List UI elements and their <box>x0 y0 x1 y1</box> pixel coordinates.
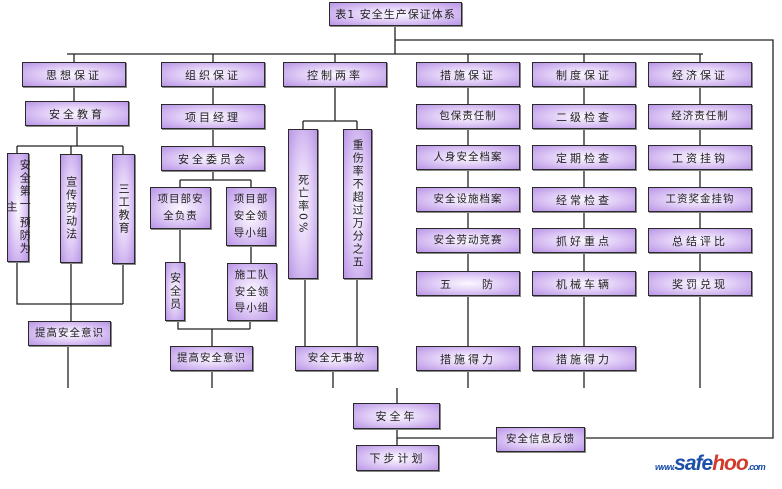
safety-officer: 安全员 <box>165 262 185 321</box>
system-item: 经常检查 <box>532 187 636 212</box>
system-item: 定期检查 <box>532 145 636 170</box>
safehoo-logo: www.safehoo.com <box>655 452 766 475</box>
safety-education: 安全教育 <box>25 101 129 126</box>
system-item: 抓好重点 <box>532 228 636 253</box>
economy-item: 总结评比 <box>648 228 752 253</box>
safety-feedback: 安全信息反馈 <box>496 427 585 452</box>
system-item: 机械车辆 <box>532 271 636 296</box>
injury-rate-box: 重伤率不超过万分之五 <box>343 129 372 279</box>
measure-item: 安全劳动竞赛 <box>416 228 520 253</box>
labor-law-box: 宣传劳动法 <box>60 154 82 263</box>
measure-item: 安全设施档案 <box>416 187 520 212</box>
system-item: 二级检查 <box>532 104 636 129</box>
organization-guarantee: 组织保证 <box>161 62 265 87</box>
project-dept-safety-group: 项目部安全领导小组 <box>226 187 276 246</box>
no-accident-box: 安全无事故 <box>295 346 378 371</box>
economy-item: 经济责任制 <box>648 104 752 129</box>
measures-guarantee: 措施保证 <box>416 62 520 87</box>
safety-committee: 安全委员会 <box>161 146 265 171</box>
economy-item: 工资奖金挂钩 <box>648 187 752 212</box>
system-guarantee: 制度保证 <box>532 62 636 87</box>
safety-first-box: 安全第一 预防为主 <box>5 153 31 262</box>
three-level-education-box: 三工教育 <box>112 154 135 264</box>
measure-item: 包保责任制 <box>416 104 520 129</box>
measures-effective-1: 措施得力 <box>416 346 520 371</box>
diagram-title: 表1 安全生产保证体系 <box>329 2 462 26</box>
measure-item: 人身安全档案 <box>416 145 520 170</box>
project-manager: 项目经理 <box>161 104 265 129</box>
team-safety-group: 施工队安全领导小组 <box>227 263 277 321</box>
economy-item: 奖罚兑现 <box>648 271 752 296</box>
thought-guarantee: 思想保证 <box>22 62 126 87</box>
project-dept-safety: 项目部安全负责 <box>150 187 211 229</box>
economy-item: 工资挂钩 <box>648 145 752 170</box>
raise-awareness-2: 提高安全意识 <box>170 346 253 371</box>
safety-year: 安全年 <box>353 403 440 429</box>
measures-effective-2: 措施得力 <box>532 346 636 371</box>
measure-item: 五 防 <box>416 271 520 296</box>
next-step-plan: 下步计划 <box>356 445 439 471</box>
raise-awareness-1: 提高安全意识 <box>28 321 111 346</box>
control-two-rates: 控制两率 <box>283 62 387 87</box>
economic-guarantee: 经济保证 <box>648 62 752 87</box>
death-rate-box: 死亡率0% <box>288 129 318 279</box>
